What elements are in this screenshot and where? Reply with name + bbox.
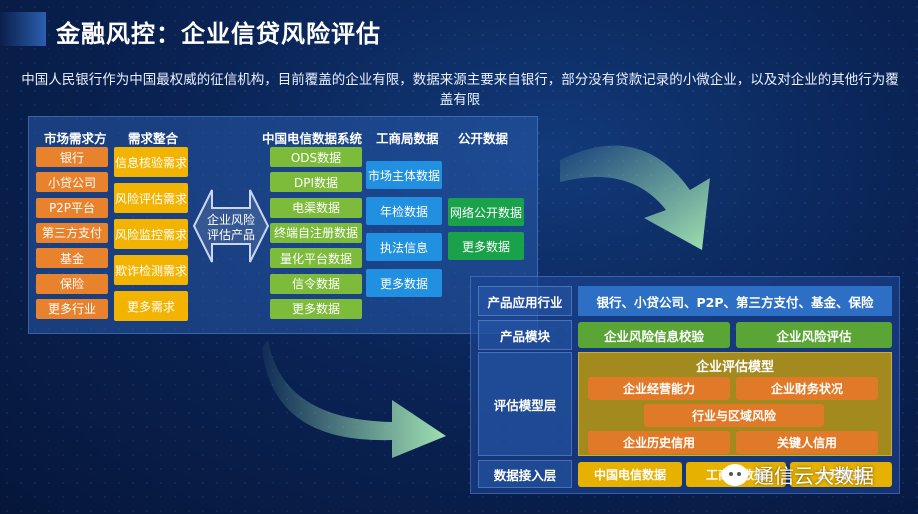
page-description: 中国人民银行作为中国最权威的征信机构，目前覆盖的企业有限，数据来源主要来自银行，… — [21, 72, 899, 108]
data-public: 公开数据 — [790, 462, 892, 487]
curved-arrow-top-icon — [560, 145, 710, 250]
row-label-industry: 产品应用行业 — [478, 286, 572, 316]
integration-item-3: 欺诈检测需求 — [114, 255, 188, 285]
market-item-3: 第三方支付 — [36, 222, 108, 243]
model-history-credit: 企业历史信用 — [588, 431, 730, 454]
double-arrow-icon — [192, 189, 270, 263]
watermark-text: 通信云大数据 — [754, 464, 874, 488]
industry-bar: 银行、小贷公司、P2P、第三方支付、基金、保险 — [578, 286, 892, 316]
title-accent-bar — [0, 12, 46, 46]
telecom-item-3: 终端自注册数据 — [270, 222, 362, 243]
header-market: 市场需求方 — [44, 131, 107, 146]
row-label-model: 评估模型层 — [478, 352, 572, 456]
row-label-data: 数据接入层 — [478, 460, 572, 488]
watermark: 通信云大数据 — [722, 460, 874, 489]
header-integration: 需求整合 — [128, 131, 179, 146]
market-item-5: 保险 — [36, 273, 108, 294]
telecom-item-5: 信令数据 — [270, 273, 362, 294]
public-item-1: 更多数据 — [448, 232, 524, 260]
center-product-label: 企业风险 评估产品 — [206, 213, 255, 242]
header-public: 公开数据 — [458, 131, 509, 146]
integration-item-4: 更多需求 — [114, 291, 188, 321]
model-industry-region-risk: 行业与区域风险 — [644, 404, 824, 427]
module-risk-assessment: 企业风险评估 — [736, 322, 892, 348]
market-item-0: 银行 — [36, 147, 108, 167]
bureau-item-3: 更多数据 — [366, 269, 442, 297]
integration-item-1: 风险评估需求 — [114, 183, 188, 213]
integration-item-0: 信息核验需求 — [114, 147, 188, 177]
bureau-item-0: 市场主体数据 — [366, 161, 442, 189]
model-key-person-credit: 关键人信用 — [736, 431, 878, 454]
market-item-2: P2P平台 — [36, 197, 108, 218]
model-financial-status: 企业财务状况 — [736, 377, 878, 400]
evaluation-model-title: 企业评估模型 — [695, 360, 774, 375]
data-telecom: 中国电信数据 — [578, 462, 682, 487]
telecom-item-4: 量化平台数据 — [270, 248, 362, 269]
telecom-item-2: 电渠数据 — [270, 197, 362, 218]
wechat-icon — [722, 463, 748, 486]
telecom-item-0: ODS数据 — [270, 147, 362, 167]
bureau-item-1: 年检数据 — [366, 197, 442, 225]
curved-arrow-bottom-icon — [262, 340, 446, 458]
header-telecom: 中国电信数据系统 — [262, 131, 363, 146]
header-biz-bureau: 工商局数据 — [376, 131, 439, 146]
bureau-item-2: 执法信息 — [366, 233, 442, 261]
model-operation-ability: 企业经营能力 — [588, 377, 730, 400]
row-label-module: 产品模块 — [478, 320, 572, 350]
public-item-0: 网络公开数据 — [448, 198, 524, 226]
market-item-6: 更多行业 — [36, 298, 108, 319]
page-title: 金融风控：企业信贷风险评估 — [56, 20, 381, 48]
integration-item-2: 风险监控需求 — [114, 219, 188, 249]
market-item-1: 小贷公司 — [36, 172, 108, 193]
telecom-item-6: 更多数据 — [270, 298, 362, 319]
telecom-item-1: DPI数据 — [270, 172, 362, 193]
module-risk-verification: 企业风险信息校验 — [578, 322, 730, 348]
market-item-4: 基金 — [36, 248, 108, 269]
